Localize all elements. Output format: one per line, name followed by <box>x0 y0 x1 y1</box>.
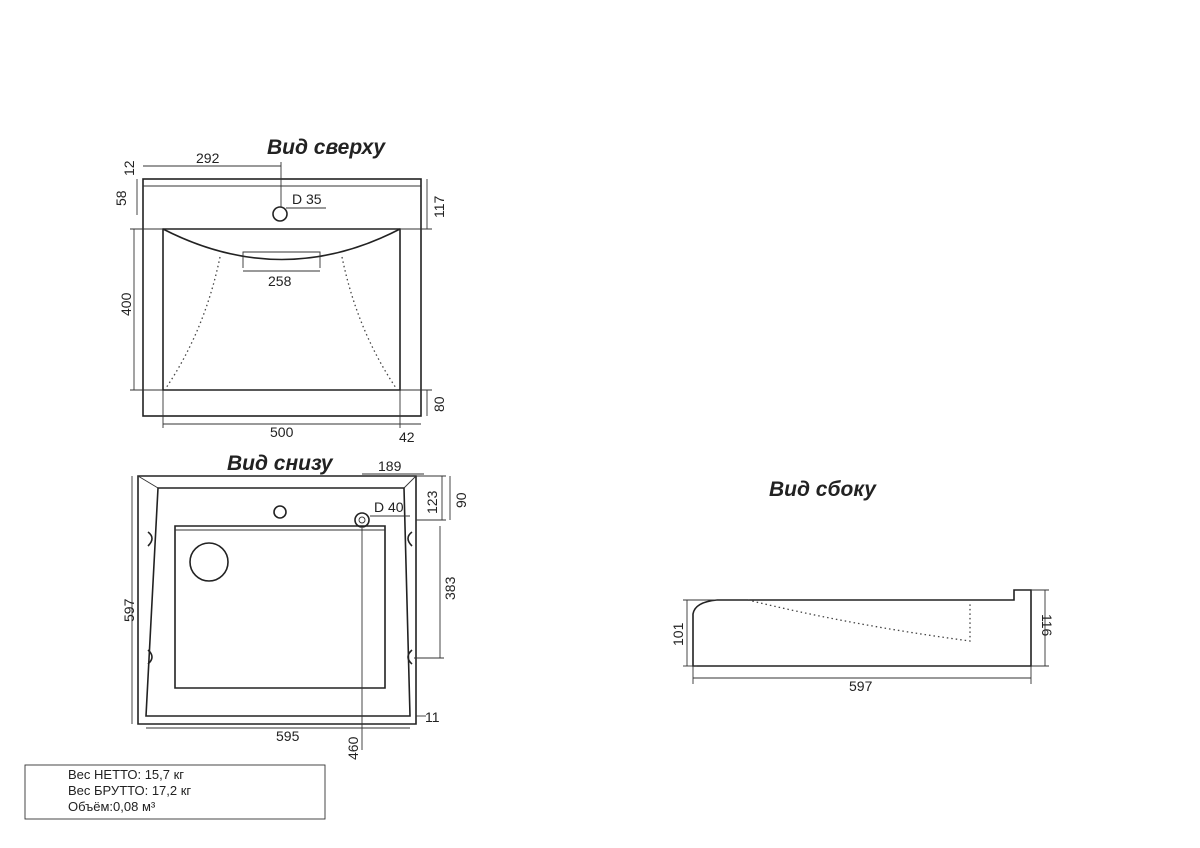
dim-189: 189 <box>378 458 402 474</box>
overflow-outlet-inner <box>358 516 366 524</box>
mount-tab-br <box>407 649 413 665</box>
dim-597-bottom: 597 <box>121 598 137 622</box>
top-view-slope-left <box>165 256 221 389</box>
spec-box-frame <box>24 764 326 820</box>
spec-volume: Объём:0,08 м³ <box>68 799 156 814</box>
dim-123: 123 <box>424 490 440 514</box>
dim-400: 400 <box>118 292 134 316</box>
dim-12: 12 <box>121 160 137 176</box>
tap-hole <box>272 206 288 222</box>
dim-383: 383 <box>442 576 458 600</box>
tap-hole-bottom <box>273 505 287 519</box>
dim-597-side: 597 <box>849 678 873 694</box>
dim-101: 101 <box>670 622 686 646</box>
dim-hole-d40: D 40 <box>374 499 404 515</box>
dim-292: 292 <box>196 150 220 166</box>
dim-116: 116 <box>1039 614 1055 637</box>
top-view-slope-right <box>341 256 397 389</box>
bottom-view-corner-l <box>137 475 159 489</box>
side-view-bowl-slope <box>747 599 971 642</box>
overflow-outlet <box>354 512 370 528</box>
bottom-view-outline <box>137 475 417 725</box>
top-view-bowl-arc <box>162 228 401 261</box>
dim-58: 58 <box>113 190 129 206</box>
dim-hole-d35: D 35 <box>292 191 322 207</box>
overflow-slot <box>242 251 321 268</box>
dim-258: 258 <box>268 273 292 289</box>
bowl-bottom <box>174 525 386 689</box>
dim-117: 117 <box>431 195 447 218</box>
dim-11: 11 <box>425 709 440 725</box>
spec-gross-weight: Вес БРУТТО: 17,2 кг <box>68 783 191 798</box>
bottom-view-corner-r <box>403 475 417 489</box>
bottom-view-title: Вид снизу <box>227 452 334 475</box>
top-view-bowl <box>162 228 401 391</box>
dim-80: 80 <box>431 396 447 412</box>
mount-tab-tr <box>407 531 413 547</box>
top-view-title: Вид сверху <box>267 136 386 159</box>
dim-90: 90 <box>453 492 469 508</box>
side-view-title: Вид сбоку <box>769 478 877 501</box>
mount-tab-bl <box>147 649 153 665</box>
dim-42: 42 <box>399 429 415 445</box>
top-view: Вид сверху 292 12 58 D 35 117 258 400 <box>113 136 447 445</box>
dim-500: 500 <box>270 424 294 440</box>
mount-tab-tl <box>147 531 153 547</box>
bottom-view: Вид снизу 189 D 40 123 90 383 <box>121 452 469 760</box>
side-view-profile <box>692 589 1032 667</box>
dim-460: 460 <box>345 736 361 760</box>
spec-net-weight: Вес НЕТТО: 15,7 кг <box>68 767 184 782</box>
drain-circle <box>189 542 229 582</box>
side-view: Вид сбоку 101 116 597 <box>670 478 1055 694</box>
top-view-outline <box>142 178 422 417</box>
spec-box: Вес НЕТТО: 15,7 кг Вес БРУТТО: 17,2 кг О… <box>24 764 326 820</box>
dim-595: 595 <box>276 728 300 744</box>
bottom-view-inner <box>145 487 411 717</box>
